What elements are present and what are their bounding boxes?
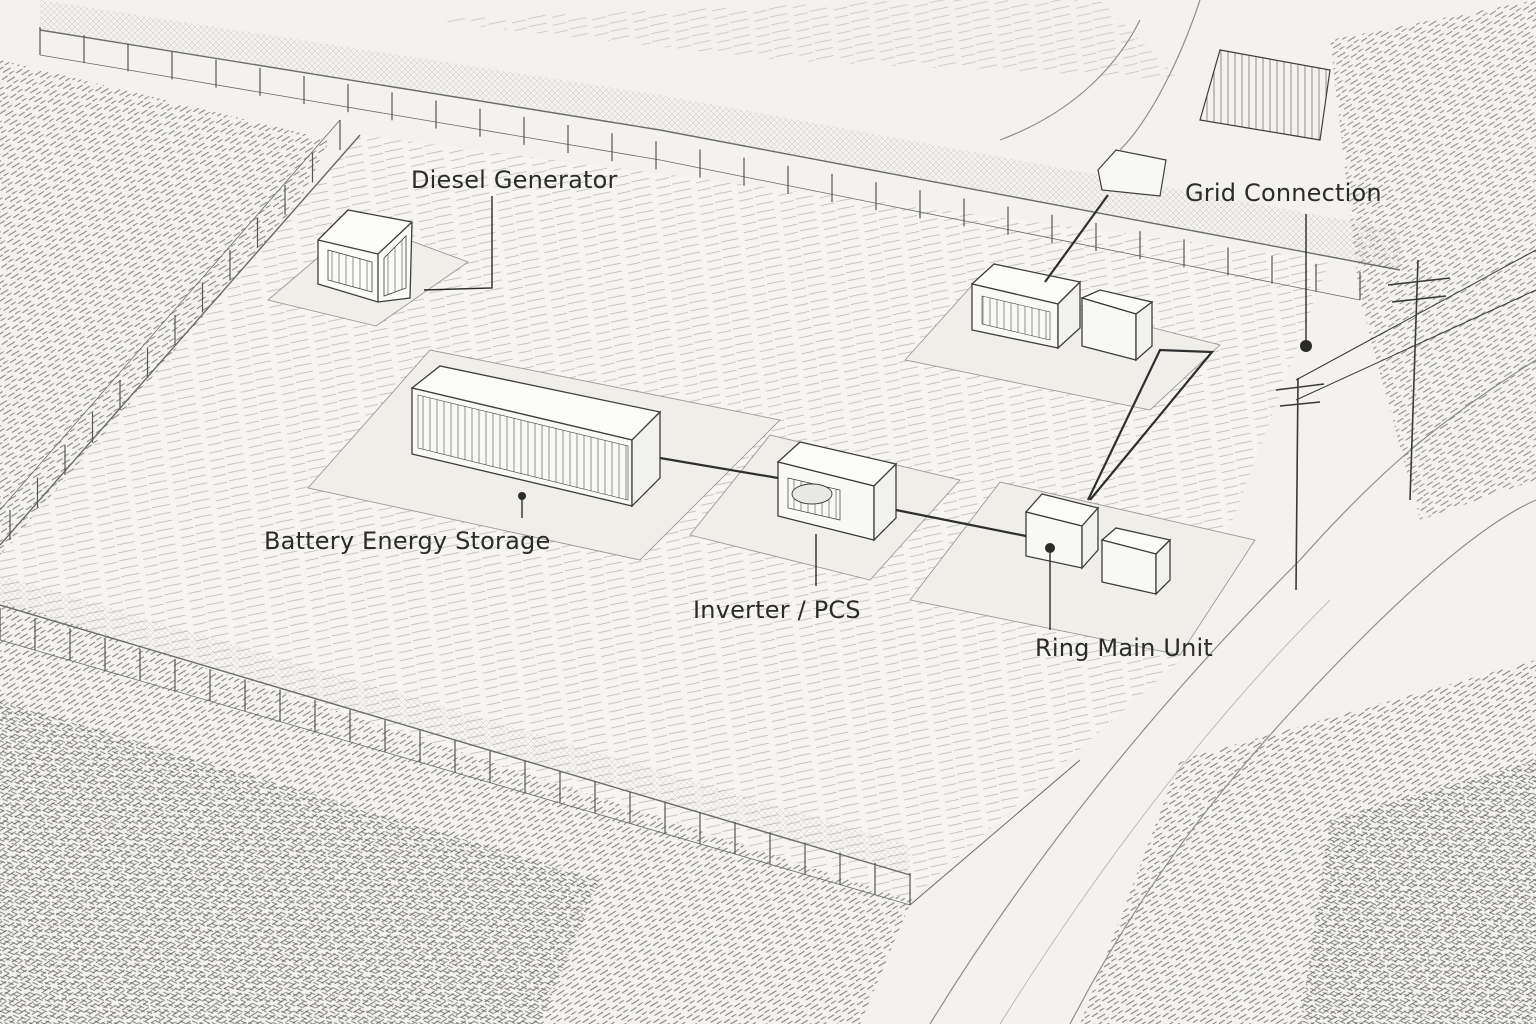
label-battery-energy-storage: Battery Energy Storage <box>264 527 551 555</box>
utility-poles <box>1275 249 1536 591</box>
diesel-generator-unit <box>317 209 413 303</box>
label-grid-connection: Grid Connection <box>1185 179 1382 207</box>
interconnect-cables <box>659 194 1215 538</box>
label-diesel-generator: Diesel Generator <box>411 166 618 194</box>
battery-container-unit <box>410 365 662 508</box>
label-ring-main-unit: Ring Main Unit <box>1035 634 1213 662</box>
offsite-building <box>1097 49 1331 197</box>
grid-transformer-units <box>970 263 1154 362</box>
inverter-pcs-unit <box>776 441 898 542</box>
perimeter-fence <box>0 0 1401 906</box>
fence-posts <box>0 27 1361 905</box>
callout-dots <box>518 340 1312 553</box>
access-road <box>929 0 1536 1024</box>
ring-main-unit-boxes <box>1024 493 1172 596</box>
label-inverter-pcs: Inverter / PCS <box>693 596 861 624</box>
